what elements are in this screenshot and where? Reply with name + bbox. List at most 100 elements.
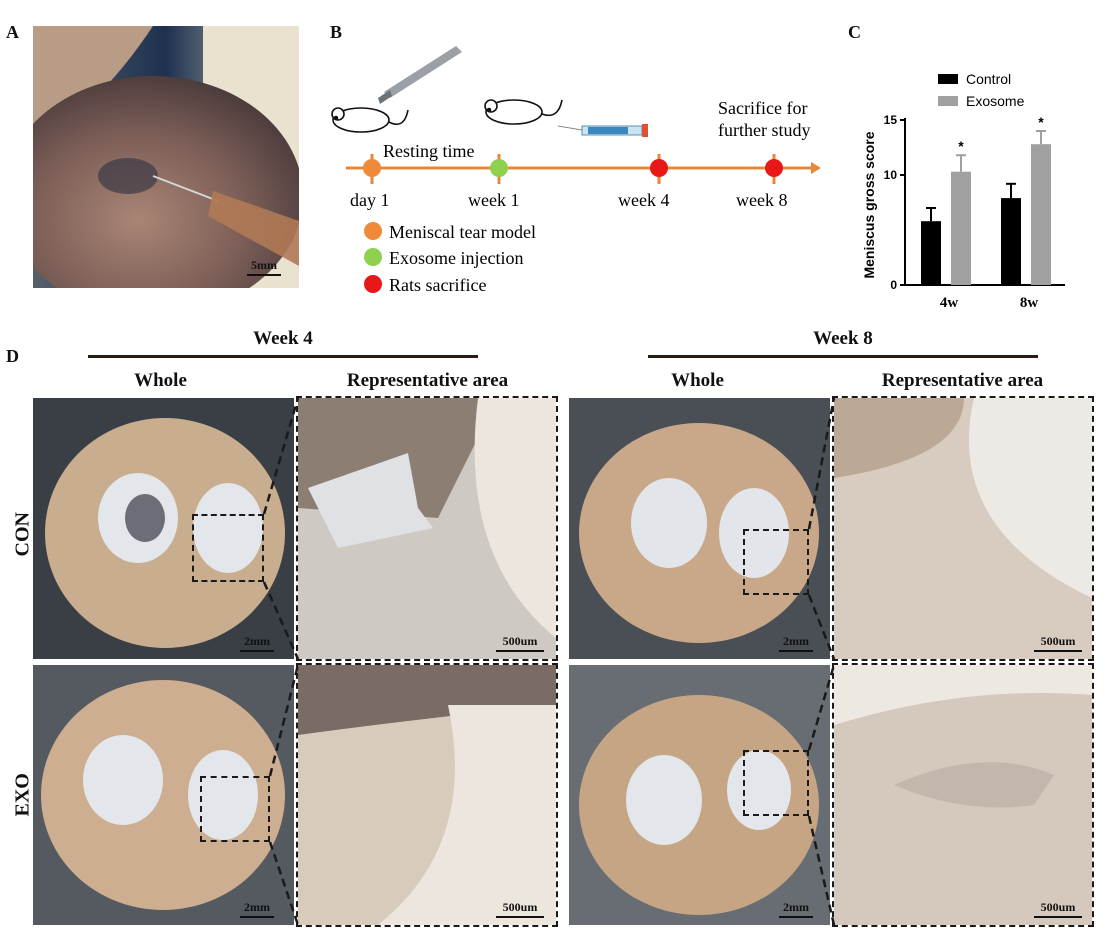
panel-c-letter: C	[848, 22, 861, 42]
scalebar-2mm: 2mm	[240, 900, 274, 918]
zoom-region-box	[192, 514, 264, 582]
panel-b-letter: B	[330, 22, 343, 42]
col-rep-w8: Representative area	[881, 370, 1044, 391]
scalebar-500um: 500um	[1034, 634, 1082, 652]
scale-label: 2mm	[244, 900, 270, 914]
bar-control	[921, 221, 941, 285]
con-week4-whole-photo	[33, 398, 294, 659]
zoom-region-box	[200, 776, 270, 842]
rat-icon	[484, 99, 563, 125]
con-week8-whole-photo	[569, 398, 830, 659]
legend-label-control: Control	[966, 71, 1011, 87]
week4-header: Week 4	[253, 328, 313, 349]
joint-photo	[33, 398, 294, 659]
rep-frame	[296, 396, 558, 661]
scale-label: 2mm	[783, 634, 809, 648]
timepoint-week1: week 1	[468, 190, 519, 210]
con-week8-rep-photo	[834, 398, 1092, 659]
timeline-diagram: Resting time Sacrifice for further study…	[331, 46, 821, 295]
marker-sacrifice-week4	[650, 159, 668, 177]
legend-label-sacrifice: Rats sacrifice	[389, 275, 486, 295]
marker-tear-model	[363, 159, 381, 177]
scalebar-500um: 500um	[1034, 900, 1082, 918]
legend-swatch-exosome	[938, 96, 958, 106]
y-tick-label: 10	[884, 168, 898, 182]
significance-star: *	[958, 138, 964, 154]
timepoint-day1: day 1	[350, 190, 390, 210]
y-tick-label: 0	[890, 278, 897, 292]
x-tick-label: 8w	[1020, 295, 1039, 311]
week8-header: Week 8	[813, 328, 873, 349]
sacrifice-label-2: further study	[718, 120, 810, 140]
bar-exosome	[951, 171, 971, 285]
bar-exosome	[1031, 144, 1051, 285]
magnified-photo	[834, 398, 1092, 659]
y-axis-label: Meniscus gross score	[861, 131, 877, 278]
joint-photo	[569, 398, 830, 659]
col-whole-w8: Whole	[671, 370, 724, 391]
exo-week4-whole-photo	[33, 665, 294, 925]
joint-photo	[33, 665, 294, 925]
scale-line	[779, 916, 813, 918]
scalebar-500um: 500um	[496, 634, 544, 652]
scale-line	[1034, 916, 1082, 918]
joint-photo	[569, 665, 830, 925]
rep-frame	[832, 396, 1094, 661]
scale-line	[240, 650, 274, 652]
marker-sacrifice-week8	[765, 159, 783, 177]
magnified-photo	[298, 398, 556, 659]
legend-label-tear: Meniscal tear model	[389, 222, 536, 242]
scalpel-icon	[378, 46, 462, 104]
scale-label: 500um	[1040, 900, 1076, 914]
scalebar-2mm: 2mm	[779, 900, 813, 918]
row-label-exo: EXO	[11, 773, 34, 817]
panel-d-letter: D	[6, 346, 19, 366]
scale-label: 2mm	[244, 634, 270, 648]
scale-line	[1034, 650, 1082, 652]
timepoint-week4: week 4	[618, 190, 669, 210]
zoom-region-box	[743, 750, 809, 816]
bar-control	[1001, 198, 1021, 285]
exo-week8-rep-photo	[834, 665, 1092, 925]
significance-star: *	[1038, 114, 1044, 130]
scale-line	[247, 274, 281, 276]
scalebar-2mm: 2mm	[240, 634, 274, 652]
scale-label: 500um	[502, 900, 538, 914]
legend-swatch-control	[938, 74, 958, 84]
col-whole-w4: Whole	[134, 370, 187, 391]
con-week4-rep-photo	[298, 398, 556, 659]
scale-label: 500um	[502, 634, 538, 648]
rep-frame	[296, 663, 558, 927]
week4-rule	[88, 355, 478, 358]
magnified-photo	[834, 665, 1092, 925]
magnified-photo	[298, 665, 556, 925]
meniscus-score-chart: Meniscus gross score 01015*4w*8wControlE…	[861, 71, 1065, 311]
zoom-region-box	[743, 529, 809, 595]
scale-line	[240, 916, 274, 918]
legend-dot-sacrifice	[364, 275, 382, 293]
exo-week4-rep-photo	[298, 665, 556, 925]
scale-line	[779, 650, 813, 652]
scalebar-2mm: 2mm	[779, 634, 813, 652]
marker-exosome-injection	[490, 159, 508, 177]
timeline-arrow	[811, 162, 821, 174]
panel-a-photo: 5mm	[33, 26, 299, 288]
row-label-con: CON	[11, 512, 34, 557]
panel-a-scalebar: 5mm	[247, 258, 281, 276]
legend-dot-tear	[364, 222, 382, 240]
rat-knee-injection-photo	[33, 26, 299, 288]
rat-icon	[331, 107, 409, 133]
week8-rule	[648, 355, 1038, 358]
scale-label: 500um	[1040, 634, 1076, 648]
scale-label: 2mm	[783, 900, 809, 914]
scalebar-500um: 500um	[496, 900, 544, 918]
timepoint-week8: week 8	[736, 190, 787, 210]
panel-a-letter: A	[6, 22, 19, 42]
x-tick-label: 4w	[940, 295, 959, 311]
syringe-icon	[557, 124, 648, 137]
col-rep-w4: Representative area	[346, 370, 509, 391]
scale-line	[496, 916, 544, 918]
resting-time-label: Resting time	[383, 141, 475, 161]
rep-frame	[832, 663, 1094, 927]
sacrifice-label-1: Sacrifice for	[718, 98, 807, 118]
